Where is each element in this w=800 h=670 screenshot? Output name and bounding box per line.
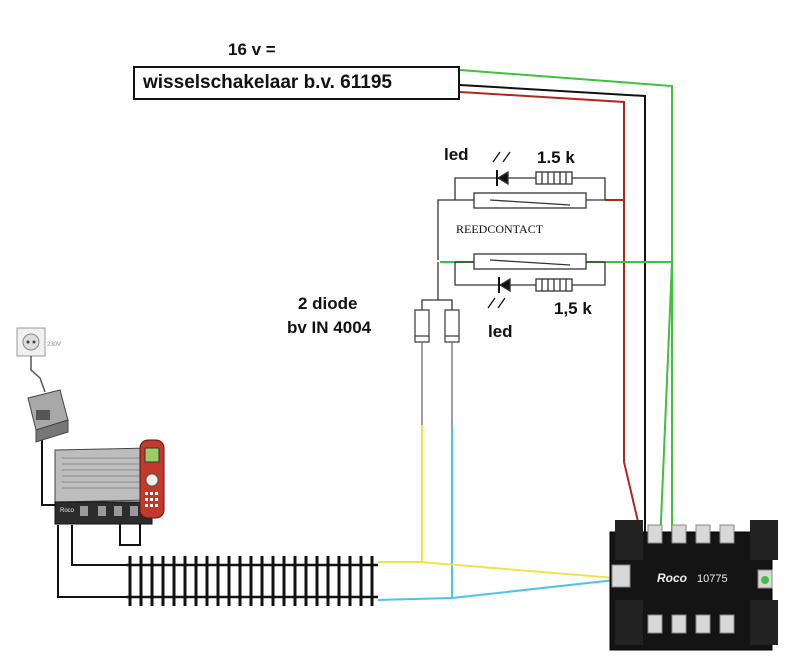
led-bottom-label: led (488, 322, 513, 341)
led-bottom-symbol (498, 277, 511, 293)
resistor-bottom-label: 1,5 k (554, 299, 592, 318)
left-wiring (41, 430, 141, 598)
handset (139, 439, 165, 519)
green-wire-main (459, 69, 673, 545)
reed-circuit (414, 151, 606, 343)
diode-leads (377, 342, 616, 601)
yellow-wire-module (378, 561, 616, 579)
diode-right (444, 309, 460, 343)
led-top-symbol (496, 170, 509, 186)
circuit-left-wire (421, 262, 439, 310)
handset-wire (119, 520, 141, 546)
module-brand: Roco (657, 571, 687, 585)
diode-left (414, 309, 430, 343)
command-station: Roco (54, 447, 153, 525)
track (126, 556, 378, 606)
diode-label-line2: bv IN 4004 (287, 318, 372, 337)
diode-label-line1: 2 diode (298, 294, 358, 313)
track-feed-top (71, 525, 126, 566)
outlet-label: 230V (47, 342, 61, 348)
switch-box: wisselschakelaar b.v. 61195 (133, 66, 460, 100)
distribution-module: Roco 10775 (609, 520, 778, 651)
resistor-top-label: 1.5 k (537, 148, 575, 167)
reed-contact-2 (473, 253, 587, 270)
transformer-wire (41, 430, 55, 506)
wall-outlet: 230V (16, 327, 61, 393)
sleepers (128, 556, 374, 606)
led-top-label: led (444, 145, 469, 164)
red-wire-main (459, 91, 641, 531)
station-brand: Roco (60, 508, 75, 514)
voltage-label: 16 v = (228, 40, 276, 59)
transformer (27, 389, 69, 443)
cyan-wire-module (377, 579, 616, 601)
black-wire-main (459, 84, 646, 535)
top-branch-wire (454, 177, 606, 200)
bottom-branch-wire (454, 262, 606, 286)
track-feed-bottom (57, 525, 126, 598)
green-wire-to-module (659, 261, 673, 546)
reedcontact-label: REEDCONTACT (456, 222, 544, 236)
circuit-right-wire (438, 299, 453, 310)
module-model: 10775 (697, 573, 728, 585)
